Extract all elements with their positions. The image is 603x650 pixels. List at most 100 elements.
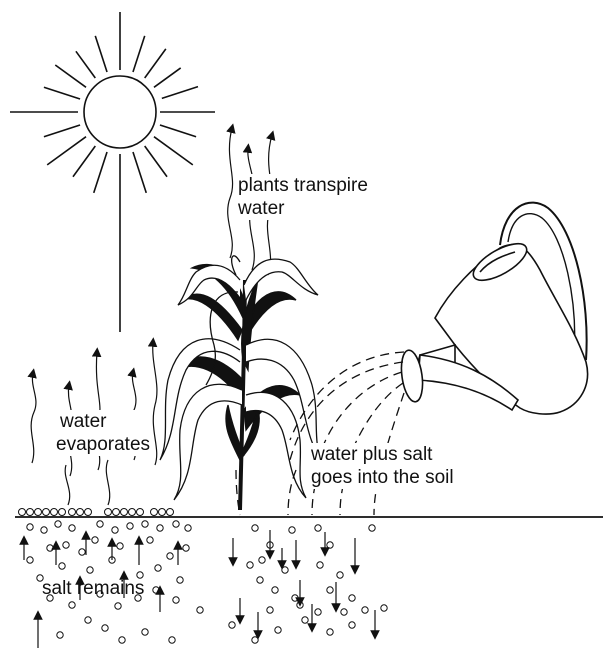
salt-particle-icon [302, 617, 308, 623]
salt-particle-icon [142, 521, 148, 527]
salt-particle-icon [41, 527, 47, 533]
salt-particle-icon [349, 595, 355, 601]
salt-particle-icon [121, 509, 128, 516]
soil-label-line2: goes into the soil [311, 466, 454, 489]
salt-particle-icon [275, 627, 281, 633]
sun-ray [133, 36, 145, 72]
salt-particle-icon [27, 557, 33, 563]
salt-particle-icon [151, 509, 158, 516]
salt-particle-icon [102, 625, 108, 631]
salt-particle-icon [167, 553, 173, 559]
salt-particle-icon [337, 572, 343, 578]
salt-particle-icon [167, 509, 174, 516]
sun-ray [154, 68, 181, 87]
salt-particle-icon [247, 562, 253, 568]
salt-particle-icon [92, 537, 98, 543]
salt-particle-icon [59, 509, 66, 516]
sun-ray [47, 137, 86, 165]
sun-ray [94, 152, 107, 193]
salt-particle-icon [115, 603, 121, 609]
salt-particle-icon [79, 549, 85, 555]
evaporate-label-line2: evaporates [56, 433, 150, 456]
salt-particle-icon [69, 602, 75, 608]
surface-salt-crust [19, 509, 174, 516]
salt-particle-icon [381, 605, 387, 611]
transpire-label-line1: plants transpire [238, 174, 368, 197]
salt-particle-icon [185, 525, 191, 531]
evaporate-label-line1: water [56, 410, 150, 433]
salt-particle-icon [289, 527, 295, 533]
salt-particle-icon [369, 525, 375, 531]
salt-particle-icon [153, 587, 159, 593]
salt-particle-icon [197, 607, 203, 613]
salt-particle-icon [327, 587, 333, 593]
salt-particle-icon [327, 542, 333, 548]
salt-particle-icon [272, 587, 278, 593]
salt-particle-icon [349, 622, 355, 628]
sun-ray [73, 146, 95, 177]
transpire-label-line2: water [238, 197, 368, 220]
soil-label-line1: water plus salt [311, 443, 454, 466]
salt-particle-icon [112, 527, 118, 533]
salt-particle-icon [69, 509, 76, 516]
salt-particle-icon [35, 509, 42, 516]
sun-ray [145, 146, 167, 177]
salt-particle-icon [362, 607, 368, 613]
corn-plant-icon [160, 256, 322, 510]
salt-particle-icon [259, 557, 265, 563]
salt-particle-icon [85, 509, 92, 516]
salt-particle-icon [85, 617, 91, 623]
salt-particle-icon [315, 609, 321, 615]
salt-particle-icon [97, 521, 103, 527]
salt-particle-icon [127, 523, 133, 529]
salt-particle-icon [57, 632, 63, 638]
sun-icon [10, 12, 215, 332]
sun-ray [162, 87, 198, 99]
salt-particle-icon [297, 602, 303, 608]
salt-particle-icon [55, 521, 61, 527]
salt-particle-icon [27, 524, 33, 530]
salt-particle-icon [119, 637, 125, 643]
salt-particle-icon [282, 567, 288, 573]
salt-particle-icon [117, 543, 123, 549]
salt-particle-icon [229, 622, 235, 628]
salt-particle-icon [105, 509, 112, 516]
sun-ray [145, 49, 166, 78]
soil-label: water plus salt goes into the soil [309, 443, 456, 489]
salt-particle-icon [173, 597, 179, 603]
salt-particle-icon [252, 525, 258, 531]
salt-particle-icon [317, 562, 323, 568]
salt-particle-icon [183, 545, 189, 551]
salt-particle-icon [147, 537, 153, 543]
salt-particle-icon [341, 609, 347, 615]
watering-can-icon [398, 203, 587, 414]
salt-particle-icon [51, 509, 58, 516]
salt-particle-icon [157, 525, 163, 531]
sun-ray [55, 65, 86, 87]
salt-particle-icon [177, 577, 183, 583]
sun-ray [160, 125, 196, 137]
salt-particle-icon [113, 509, 120, 516]
sun-ray [44, 125, 80, 137]
salt-particle-icon [173, 521, 179, 527]
sun-ray [76, 51, 95, 78]
salt-particle-icon [315, 525, 321, 531]
salt-particle-icon [159, 509, 166, 516]
salt-particle-icon [27, 509, 34, 516]
water-spray [236, 352, 404, 515]
salt-particle-icon [87, 567, 93, 573]
salt-particle-icon [169, 637, 175, 643]
sun-ray [95, 36, 107, 72]
salt-particle-icon [155, 565, 161, 571]
salt-particle-icon [59, 563, 65, 569]
salt-particle-icon [47, 545, 53, 551]
salt-particle-icon [137, 509, 144, 516]
salt-particle-icon [43, 509, 50, 516]
sun-ray [133, 152, 146, 193]
salt-particle-icon [292, 595, 298, 601]
salt-particle-icon [69, 525, 75, 531]
salt-particle-icon [257, 577, 263, 583]
transpire-label: plants transpire water [236, 174, 370, 220]
evaporate-label: water evaporates [54, 410, 152, 456]
